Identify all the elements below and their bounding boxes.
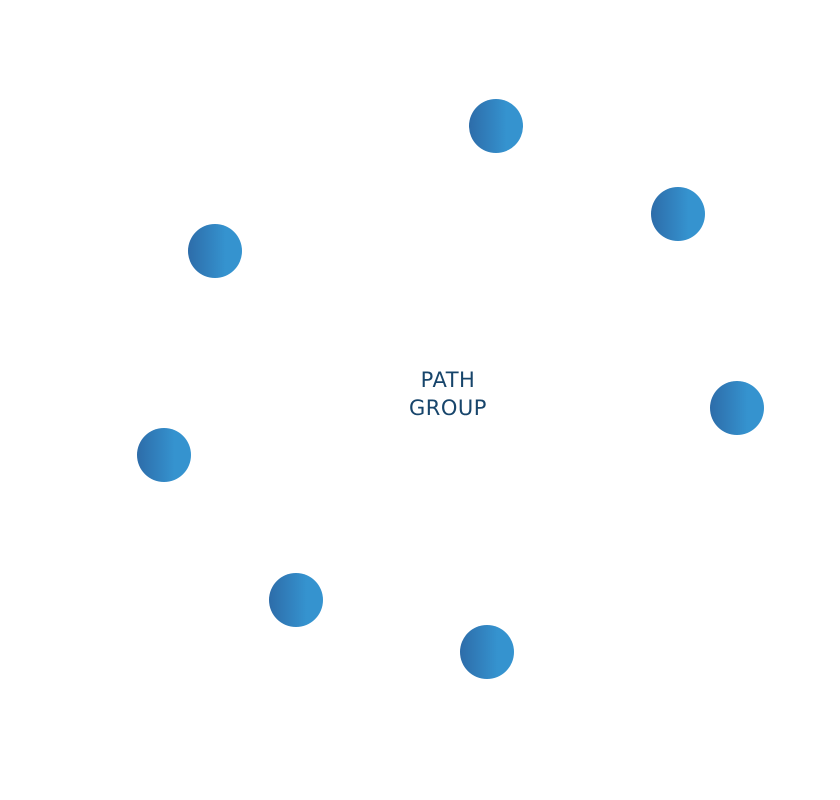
node-circle [710,381,764,435]
node-circle [460,625,514,679]
node-circle [188,224,242,278]
center-label-line-2: GROUP [409,396,487,420]
node-circle [469,99,523,153]
node-circle [269,573,323,627]
center-label: PATH GROUP [368,366,528,422]
node-circle [651,187,705,241]
node-circle [137,428,191,482]
center-label-line-1: PATH [420,368,476,392]
